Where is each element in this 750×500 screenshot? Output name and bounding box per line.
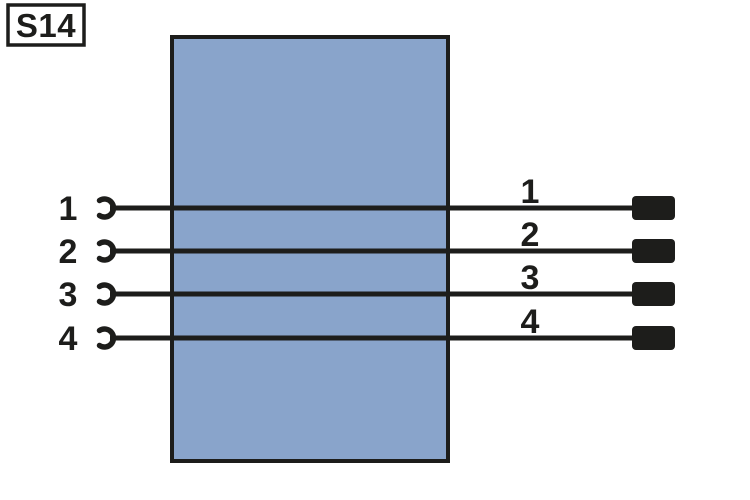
left-pin-label-2: 2	[59, 233, 78, 271]
right-pin-label-2: 2	[521, 216, 540, 254]
right-terminal-1	[632, 196, 675, 220]
right-terminal-4	[632, 326, 675, 350]
left-pin-label-3: 3	[59, 276, 78, 314]
right-pin-label-4: 4	[521, 303, 540, 341]
right-pin-label-3: 3	[521, 259, 540, 297]
component-label-box	[6, 3, 86, 47]
left-pin-socket-icon-1	[96, 196, 117, 220]
component-label: S14	[16, 7, 76, 44]
right-terminal-3	[632, 282, 675, 306]
left-pin-socket-icon-4	[96, 326, 117, 350]
left-pin-socket-icon-2	[96, 239, 117, 263]
right-pin-label-1: 1	[521, 173, 540, 211]
left-pin-label-4: 4	[59, 320, 78, 358]
right-terminal-2	[632, 239, 675, 263]
left-pin-label-1: 1	[59, 190, 78, 228]
left-pin-socket-icon-3	[96, 282, 117, 306]
